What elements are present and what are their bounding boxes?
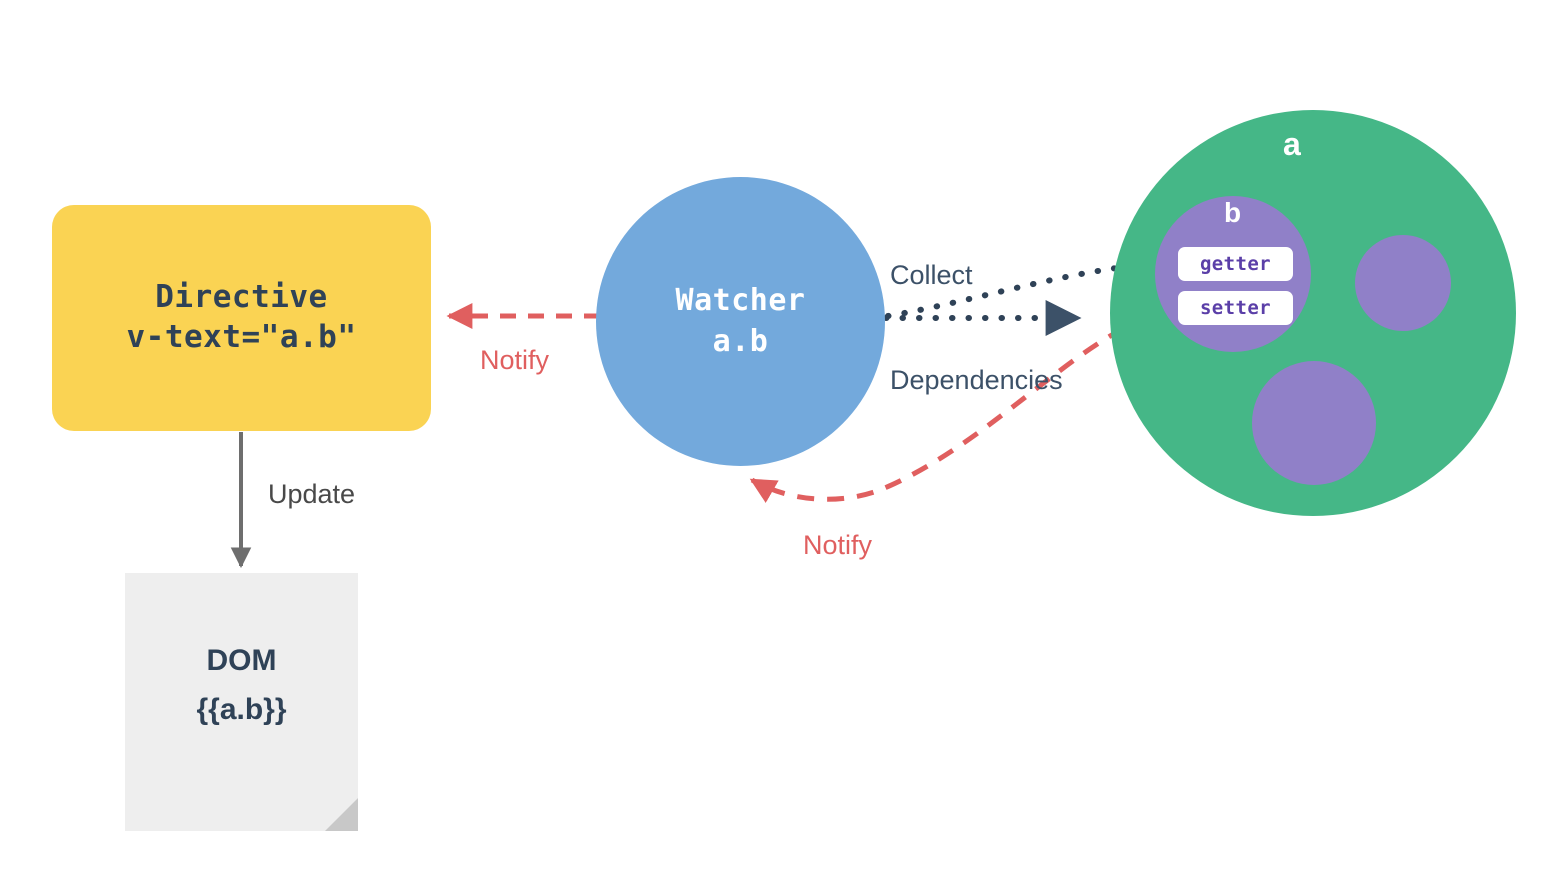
getter-pill[interactable]: getter (1178, 247, 1293, 281)
dom-note-node[interactable]: DOM {{a.b}} (125, 573, 358, 831)
edge-label-collect-line1: Collect (890, 260, 973, 291)
edge-label-notify-directive: Notify (480, 345, 550, 375)
edge-label-notify-watcher: Notify (803, 530, 873, 560)
edge-label-collect-line2: Dependencies (890, 365, 1063, 396)
setter-pill[interactable]: setter (1178, 291, 1293, 325)
object-a-label: a (1283, 126, 1301, 162)
watcher-path: a.b (712, 323, 769, 359)
object-property-circle-1 (1355, 235, 1451, 331)
directive-node[interactable]: Directive v-text="a.b" (52, 205, 431, 431)
watcher-title: Watcher (675, 283, 806, 318)
dom-note-text: DOM {{a.b}} (125, 637, 358, 734)
object-property-circle-2 (1252, 361, 1376, 485)
dom-note-title: DOM (206, 644, 277, 677)
getter-label: getter (1199, 253, 1272, 275)
watcher-node[interactable]: Watcher a.b (596, 177, 885, 466)
edge-label-collect-dependencies: Collect Dependencies (890, 188, 1063, 469)
directive-title: Directive (155, 279, 328, 316)
setter-label: setter (1199, 297, 1272, 319)
edge-collect-dependencies-getter (885, 248, 1162, 319)
directive-expression: v-text="a.b" (126, 319, 357, 355)
dom-note-interpolation: {{a.b}} (196, 692, 287, 726)
dom-note-paper (125, 573, 358, 831)
object-b-label: b (1224, 197, 1242, 228)
edge-label-update: Update (268, 479, 356, 509)
